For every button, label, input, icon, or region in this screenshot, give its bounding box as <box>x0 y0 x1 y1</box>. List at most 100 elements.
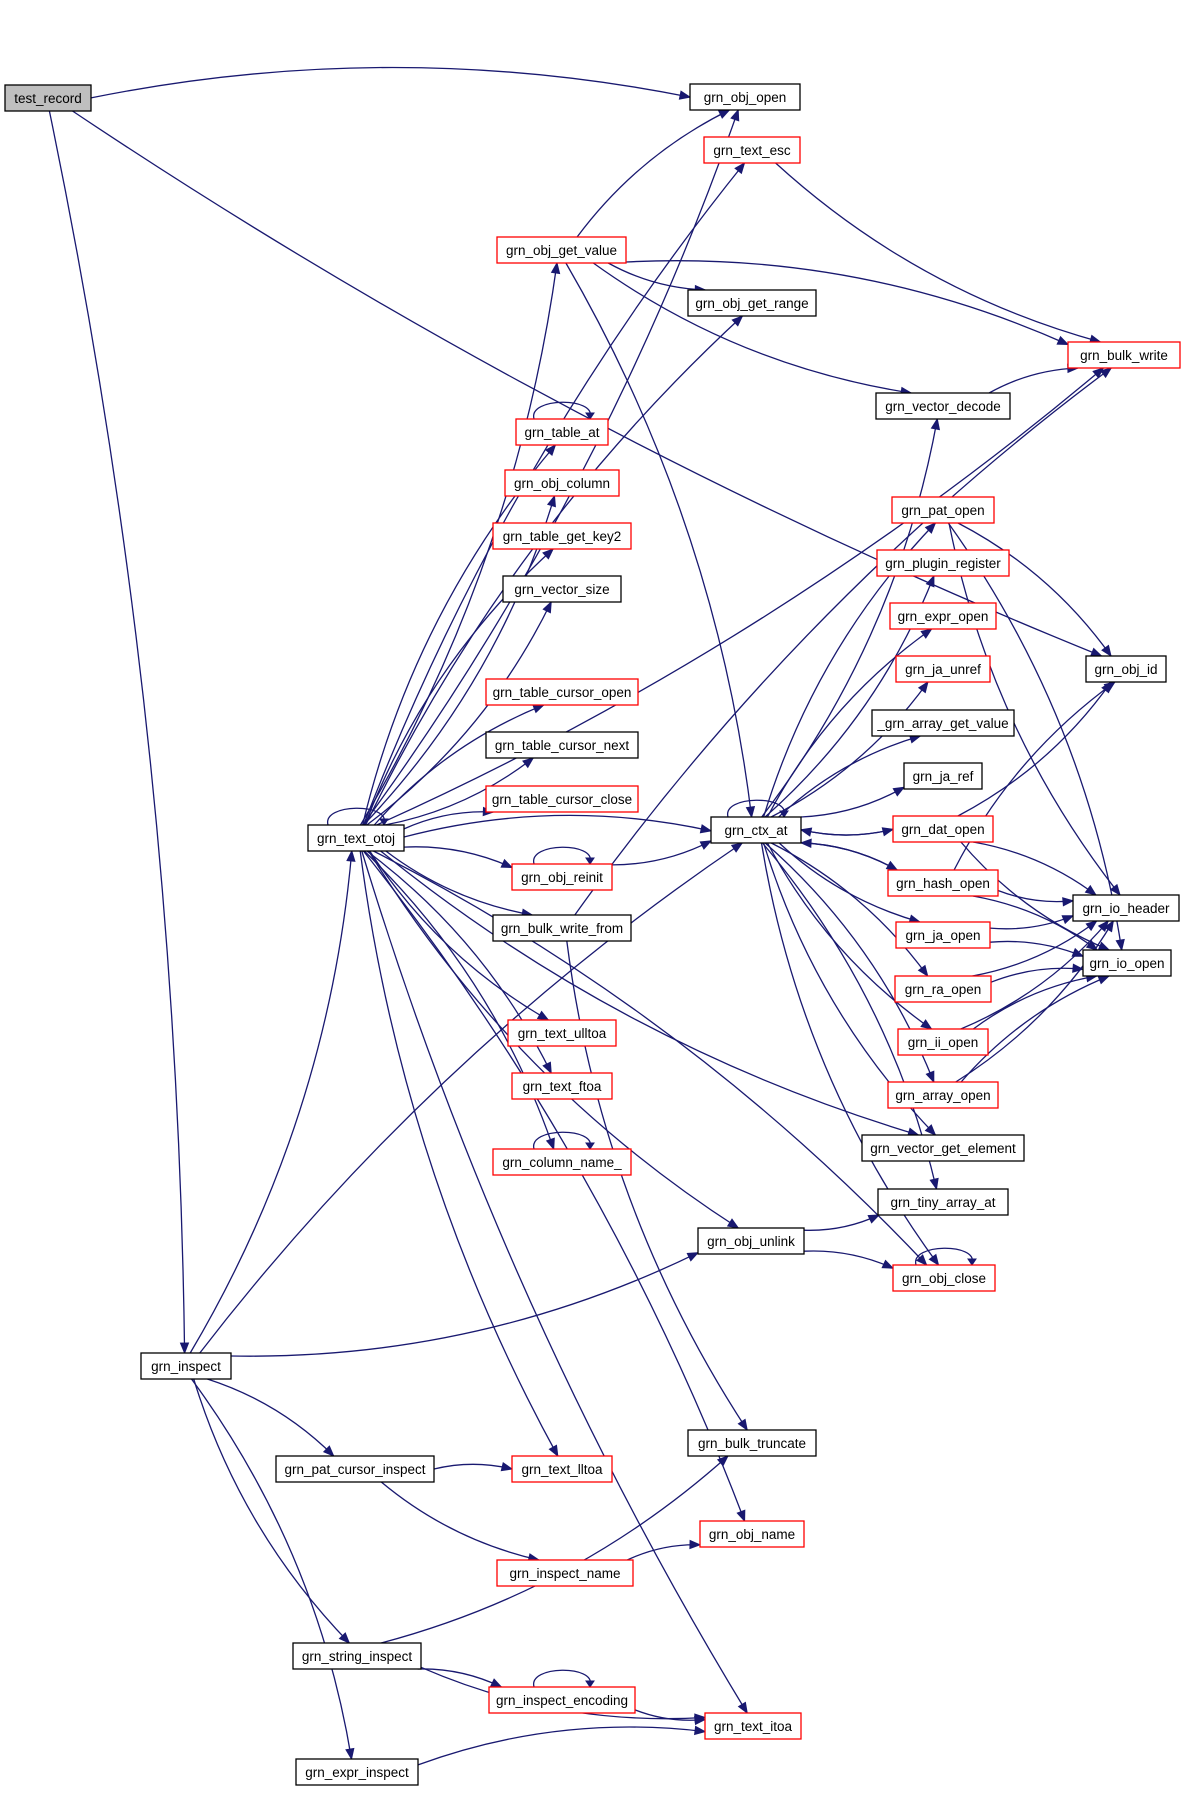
node-label: grn_inspect_name <box>509 1566 620 1581</box>
edge-line <box>997 889 1074 903</box>
edge-arrowhead <box>585 1680 595 1688</box>
node-grn_text_lltoa[interactable]: grn_text_lltoa <box>511 1455 613 1483</box>
node-grn_obj_unlink[interactable]: grn_obj_unlink <box>697 1227 805 1255</box>
node-grn_obj_id[interactable]: grn_obj_id <box>1085 655 1167 683</box>
edge-arrowhead <box>867 1214 881 1224</box>
node-box <box>710 816 802 844</box>
edge-grn_ctx_at-to-_grn_array_get_value <box>778 734 922 818</box>
edge-grn_obj_get_value-to-grn_vector_decode <box>592 262 913 397</box>
node-grn_expr_inspect[interactable]: grn_expr_inspect <box>295 1758 419 1786</box>
node-grn_bulk_truncate[interactable]: grn_bulk_truncate <box>687 1429 817 1457</box>
node-grn_array_open[interactable]: grn_array_open <box>887 1081 999 1109</box>
edge-grn_ra_open-to-grn_io_open <box>990 963 1085 983</box>
node-grn_hash_open[interactable]: grn_hash_open <box>887 869 999 897</box>
edge-line <box>915 1247 973 1266</box>
edge-arrowhead <box>745 806 756 819</box>
node-label: grn_table_cursor_next <box>495 738 630 753</box>
node-grn_io_open[interactable]: grn_io_open <box>1082 949 1172 977</box>
node-grn_obj_column[interactable]: grn_obj_column <box>504 469 620 497</box>
node-grn_obj_get_value[interactable]: grn_obj_get_value <box>496 236 627 264</box>
edge-line <box>625 260 1069 346</box>
node-grn_plugin_register[interactable]: grn_plugin_register <box>876 549 1010 577</box>
node-grn_ja_unref[interactable]: grn_ja_unref <box>895 655 991 683</box>
node-grn_text_ulltoa[interactable]: grn_text_ulltoa <box>507 1019 617 1047</box>
node-grn_text_otoj[interactable]: grn_text_otoj <box>307 824 405 852</box>
node-grn_ctx_at[interactable]: grn_ctx_at <box>710 816 802 844</box>
node-grn_io_header[interactable]: grn_io_header <box>1072 894 1180 922</box>
edge-line <box>359 850 559 1457</box>
node-grn_vector_size[interactable]: grn_vector_size <box>502 575 622 603</box>
node-box <box>485 678 639 706</box>
node-box <box>894 975 992 1003</box>
node-grn_obj_open[interactable]: grn_obj_open <box>689 83 801 111</box>
node-grn_table_get_key2[interactable]: grn_table_get_key2 <box>492 522 632 550</box>
node-label: grn_text_ulltoa <box>518 1026 607 1041</box>
edge-line <box>972 975 1097 1030</box>
node-grn_text_ftoa[interactable]: grn_text_ftoa <box>511 1072 613 1100</box>
node-grn_vector_decode[interactable]: grn_vector_decode <box>875 392 1011 420</box>
node-box <box>876 549 1010 577</box>
edge-grn_text_otoj-to-grn_table_cursor_open <box>373 704 545 826</box>
node-grn_expr_open[interactable]: grn_expr_open <box>889 602 997 630</box>
edge-arrowhead <box>699 840 713 850</box>
node-label: grn_tiny_array_at <box>890 1195 995 1210</box>
edge-arrowhead <box>1097 975 1111 985</box>
node-test_record[interactable]: test_record <box>4 84 92 112</box>
node-grn_vector_get_element[interactable]: grn_vector_get_element <box>861 1134 1025 1162</box>
edge-arrowhead <box>548 1444 559 1458</box>
node-label: grn_obj_unlink <box>707 1234 795 1249</box>
node-box <box>485 731 639 759</box>
edge-line <box>766 842 932 1030</box>
node-grn_inspect_encoding[interactable]: grn_inspect_encoding <box>488 1686 636 1714</box>
node-grn_ja_ref[interactable]: grn_ja_ref <box>903 762 983 790</box>
node-grn_dat_open[interactable]: grn_dat_open <box>892 815 994 843</box>
node-grn_table_cursor_close[interactable]: grn_table_cursor_close <box>485 785 639 813</box>
node-grn_text_esc[interactable]: grn_text_esc <box>703 136 801 164</box>
node-grn_inspect_name[interactable]: grn_inspect_name <box>496 1559 634 1587</box>
edge-arrowhead <box>716 1455 729 1467</box>
node-box <box>504 469 620 497</box>
edge-grn_ctx_at-to-grn_expr_open <box>766 628 933 818</box>
node-box <box>275 1455 435 1483</box>
node-grn_pat_open[interactable]: grn_pat_open <box>891 496 995 524</box>
node-grn_bulk_write[interactable]: grn_bulk_write <box>1067 341 1181 369</box>
edge-arrowhead <box>500 858 514 869</box>
node-grn_ra_open[interactable]: grn_ra_open <box>894 975 992 1003</box>
node-label: grn_hash_open <box>896 876 990 891</box>
node-grn_table_at[interactable]: grn_table_at <box>515 418 609 446</box>
node-label: grn_expr_open <box>898 609 989 624</box>
node-grn_ii_open[interactable]: grn_ii_open <box>897 1028 989 1056</box>
node-grn_ja_open[interactable]: grn_ja_open <box>895 921 991 949</box>
node-box <box>877 1188 1009 1216</box>
node-grn_text_itoa[interactable]: grn_text_itoa <box>704 1712 802 1740</box>
node-_grn_array_get_value[interactable]: _grn_array_get_value <box>871 709 1015 737</box>
node-grn_obj_get_range[interactable]: grn_obj_get_range <box>687 289 817 317</box>
node-box <box>4 84 92 112</box>
node-box <box>485 785 639 813</box>
node-grn_table_cursor_open[interactable]: grn_table_cursor_open <box>485 678 639 706</box>
edge-test_record-to-grn_inspect <box>48 110 190 1355</box>
node-box <box>703 136 801 164</box>
node-box <box>889 602 997 630</box>
edge-line <box>362 850 746 1522</box>
node-grn_obj_name[interactable]: grn_obj_name <box>699 1520 805 1548</box>
node-grn_obj_close[interactable]: grn_obj_close <box>892 1264 996 1292</box>
node-grn_bulk_write_from[interactable]: grn_bulk_write_from <box>492 914 632 942</box>
node-grn_tiny_array_at[interactable]: grn_tiny_array_at <box>877 1188 1009 1216</box>
edge-line <box>369 850 549 1021</box>
edge-grn_text_otoj-to-grn_obj_unlink <box>368 850 740 1229</box>
node-grn_string_inspect[interactable]: grn_string_inspect <box>292 1642 422 1670</box>
edge-grn_inspect-to-grn_expr_inspect <box>190 1378 355 1761</box>
node-grn_pat_cursor_inspect[interactable]: grn_pat_cursor_inspect <box>275 1455 435 1483</box>
node-label: grn_table_at <box>524 425 599 440</box>
edge-grn_hash_open-to-grn_io_header <box>997 889 1075 907</box>
edge-arrowhead <box>717 109 731 119</box>
node-grn_table_cursor_next[interactable]: grn_table_cursor_next <box>485 731 639 759</box>
node-box <box>511 1072 613 1100</box>
edge-grn_text_otoj-to-grn_text_ulltoa <box>369 850 550 1021</box>
node-grn_obj_reinit[interactable]: grn_obj_reinit <box>511 863 613 891</box>
node-grn_column_name_[interactable]: grn_column_name_ <box>492 1148 632 1176</box>
node-grn_inspect[interactable]: grn_inspect <box>140 1352 232 1380</box>
edge-grn_vector_decode-to-grn_bulk_write <box>988 363 1080 394</box>
edge-arrowhead <box>1099 367 1113 379</box>
